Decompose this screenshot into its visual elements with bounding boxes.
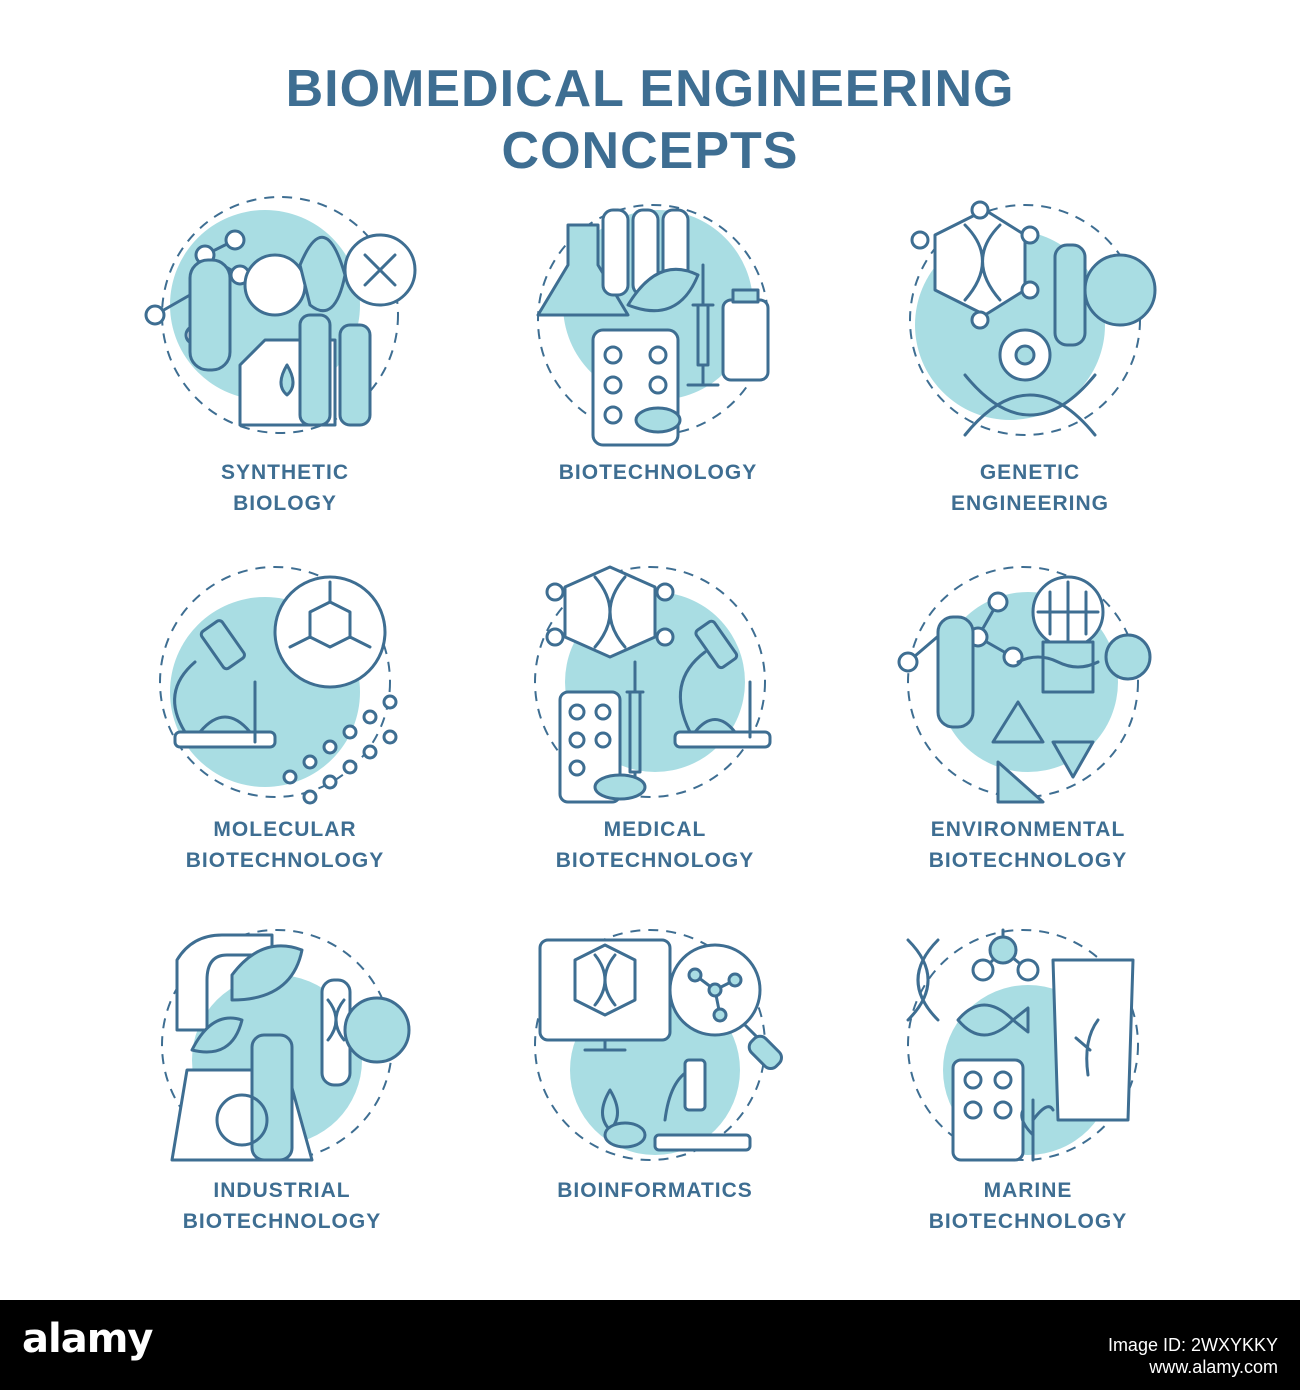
concept-label: MEDICAL BIOTECHNOLOGY xyxy=(505,814,805,876)
image-info: Image ID: 2WXYKKY www.alamy.com xyxy=(1108,1334,1278,1378)
synthetic-biology-icon xyxy=(135,195,435,455)
title-line-2: CONCEPTS xyxy=(501,122,799,180)
concept-label-line-2: BIOLOGY xyxy=(233,492,337,515)
concept-label-line-2: BIOTECHNOLOGY xyxy=(555,849,755,872)
concept-label-line-1: MEDICAL xyxy=(603,818,707,841)
marine-biotechnology-icon xyxy=(878,920,1178,1180)
environmental-biotechnology-icon xyxy=(878,562,1178,822)
concept-label-line-1: INDUSTRIAL xyxy=(213,1179,351,1202)
genetic-engineering-icon xyxy=(880,195,1180,455)
concept-label: GENETIC ENGINEERING xyxy=(880,457,1180,519)
concept-label: ENVIRONMENTAL BIOTECHNOLOGY xyxy=(878,814,1178,876)
page-title: BIOMEDICAL ENGINEERING CONCEPTS xyxy=(0,58,1300,182)
concept-label-line-1: BIOINFORMATICS xyxy=(557,1179,753,1202)
stock-watermark-bar: alamy Image ID: 2WXYKKY www.alamy.com xyxy=(0,1300,1300,1390)
concept-label-line-1: SYNTHETIC xyxy=(220,461,349,484)
concept-label-line-2: BIOTECHNOLOGY xyxy=(928,849,1128,872)
concept-label-line-1: BIOTECHNOLOGY xyxy=(558,461,758,484)
concept-label: BIOINFORMATICS xyxy=(505,1175,805,1206)
medical-biotechnology-icon xyxy=(505,562,805,822)
bioinformatics-icon xyxy=(505,920,805,1180)
concept-label: SYNTHETIC BIOLOGY xyxy=(135,457,435,519)
molecular-biotechnology-icon xyxy=(135,562,435,822)
concept-label-line-1: MOLECULAR xyxy=(213,818,357,841)
concept-label: INDUSTRIAL BIOTECHNOLOGY xyxy=(132,1175,432,1237)
concept-label-line-2: BIOTECHNOLOGY xyxy=(185,849,385,872)
title-line-1: BIOMEDICAL ENGINEERING xyxy=(285,60,1015,118)
concept-label: MOLECULAR BIOTECHNOLOGY xyxy=(135,814,435,876)
industrial-biotechnology-icon xyxy=(132,920,432,1180)
site-url-text: www.alamy.com xyxy=(1149,1357,1278,1377)
concept-label: BIOTECHNOLOGY xyxy=(508,457,808,488)
concept-label-line-2: BIOTECHNOLOGY xyxy=(182,1210,382,1233)
brand-logo: alamy xyxy=(22,1316,153,1362)
image-id-text: Image ID: 2WXYKKY xyxy=(1107,1335,1278,1355)
concept-label-line-2: ENGINEERING xyxy=(950,492,1110,515)
concept-label-line-2: BIOTECHNOLOGY xyxy=(928,1210,1128,1233)
concept-label-line-1: MARINE xyxy=(983,1179,1073,1202)
biotechnology-icon xyxy=(508,195,808,455)
concept-label-line-1: ENVIRONMENTAL xyxy=(930,818,1126,841)
concept-label: MARINE BIOTECHNOLOGY xyxy=(878,1175,1178,1237)
concept-label-line-1: GENETIC xyxy=(979,461,1081,484)
